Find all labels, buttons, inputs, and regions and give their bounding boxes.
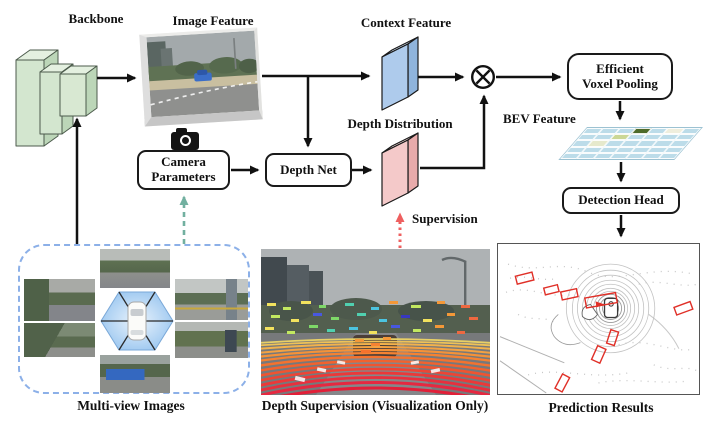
image-feature-thumbnail bbox=[139, 27, 263, 127]
multi-view-caption: Multi-view Images bbox=[77, 398, 185, 413]
street-photo-icon bbox=[146, 30, 260, 118]
bev-feature-label: BEV Feature bbox=[503, 111, 576, 126]
prediction-results-caption: Prediction Results bbox=[548, 400, 654, 415]
depth-distribution-slab bbox=[381, 132, 419, 207]
backbone-label: Backbone bbox=[68, 11, 124, 26]
ego-car-icon bbox=[127, 301, 147, 341]
outer-product-icon bbox=[470, 64, 496, 90]
bev-cell bbox=[657, 152, 680, 159]
camera-view-front bbox=[100, 249, 170, 288]
depth-supervision-caption: Depth Supervision (Visualization Only) bbox=[261, 398, 489, 413]
camera-view-front-right bbox=[175, 279, 248, 320]
camera-icon bbox=[171, 128, 199, 150]
detection-head-node: Detection Head bbox=[562, 187, 680, 214]
context-feature-label: Context Feature bbox=[360, 15, 452, 30]
supervision-label: Supervision bbox=[412, 211, 478, 226]
depth-net-node: Depth Net bbox=[265, 153, 352, 187]
image-feature-label: Image Feature bbox=[172, 13, 254, 28]
context-feature-slab bbox=[381, 36, 419, 111]
ego-vehicle-hexagon bbox=[100, 291, 174, 351]
multi-view-panel bbox=[18, 244, 250, 394]
bev-feature-grid bbox=[558, 127, 703, 160]
depth-supervision-image bbox=[261, 249, 490, 395]
detection-boxes bbox=[514, 271, 694, 393]
camera-parameters-node: Camera Parameters bbox=[137, 150, 230, 190]
camera-view-back-right bbox=[175, 322, 248, 358]
backbone-icon bbox=[15, 49, 98, 147]
prediction-results-image bbox=[497, 243, 700, 395]
camera-view-back-left bbox=[24, 323, 95, 357]
efficient-voxel-pooling-node: Efficient Voxel Pooling bbox=[567, 53, 673, 100]
camera-view-back bbox=[100, 355, 170, 393]
camera-view-front-left bbox=[24, 279, 95, 321]
